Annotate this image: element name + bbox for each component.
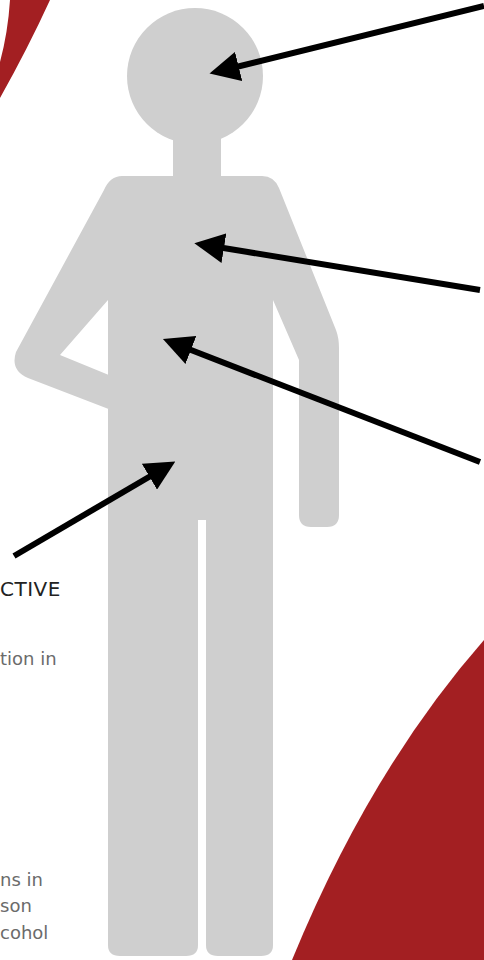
body-text: son [0,895,32,917]
body-text: tion in [0,648,57,670]
leader-arrow [205,245,480,290]
corner-decoration [0,0,50,98]
section-heading: CTIVE [0,578,61,600]
leader-arrow [220,6,484,71]
leader-arrows [14,6,484,556]
corner-decoration [292,640,484,960]
leader-arrow [173,343,480,462]
leader-arrow [14,467,166,556]
body-text: ns in [0,869,43,891]
human-figure [15,8,340,956]
body-text: cohol [0,922,48,944]
